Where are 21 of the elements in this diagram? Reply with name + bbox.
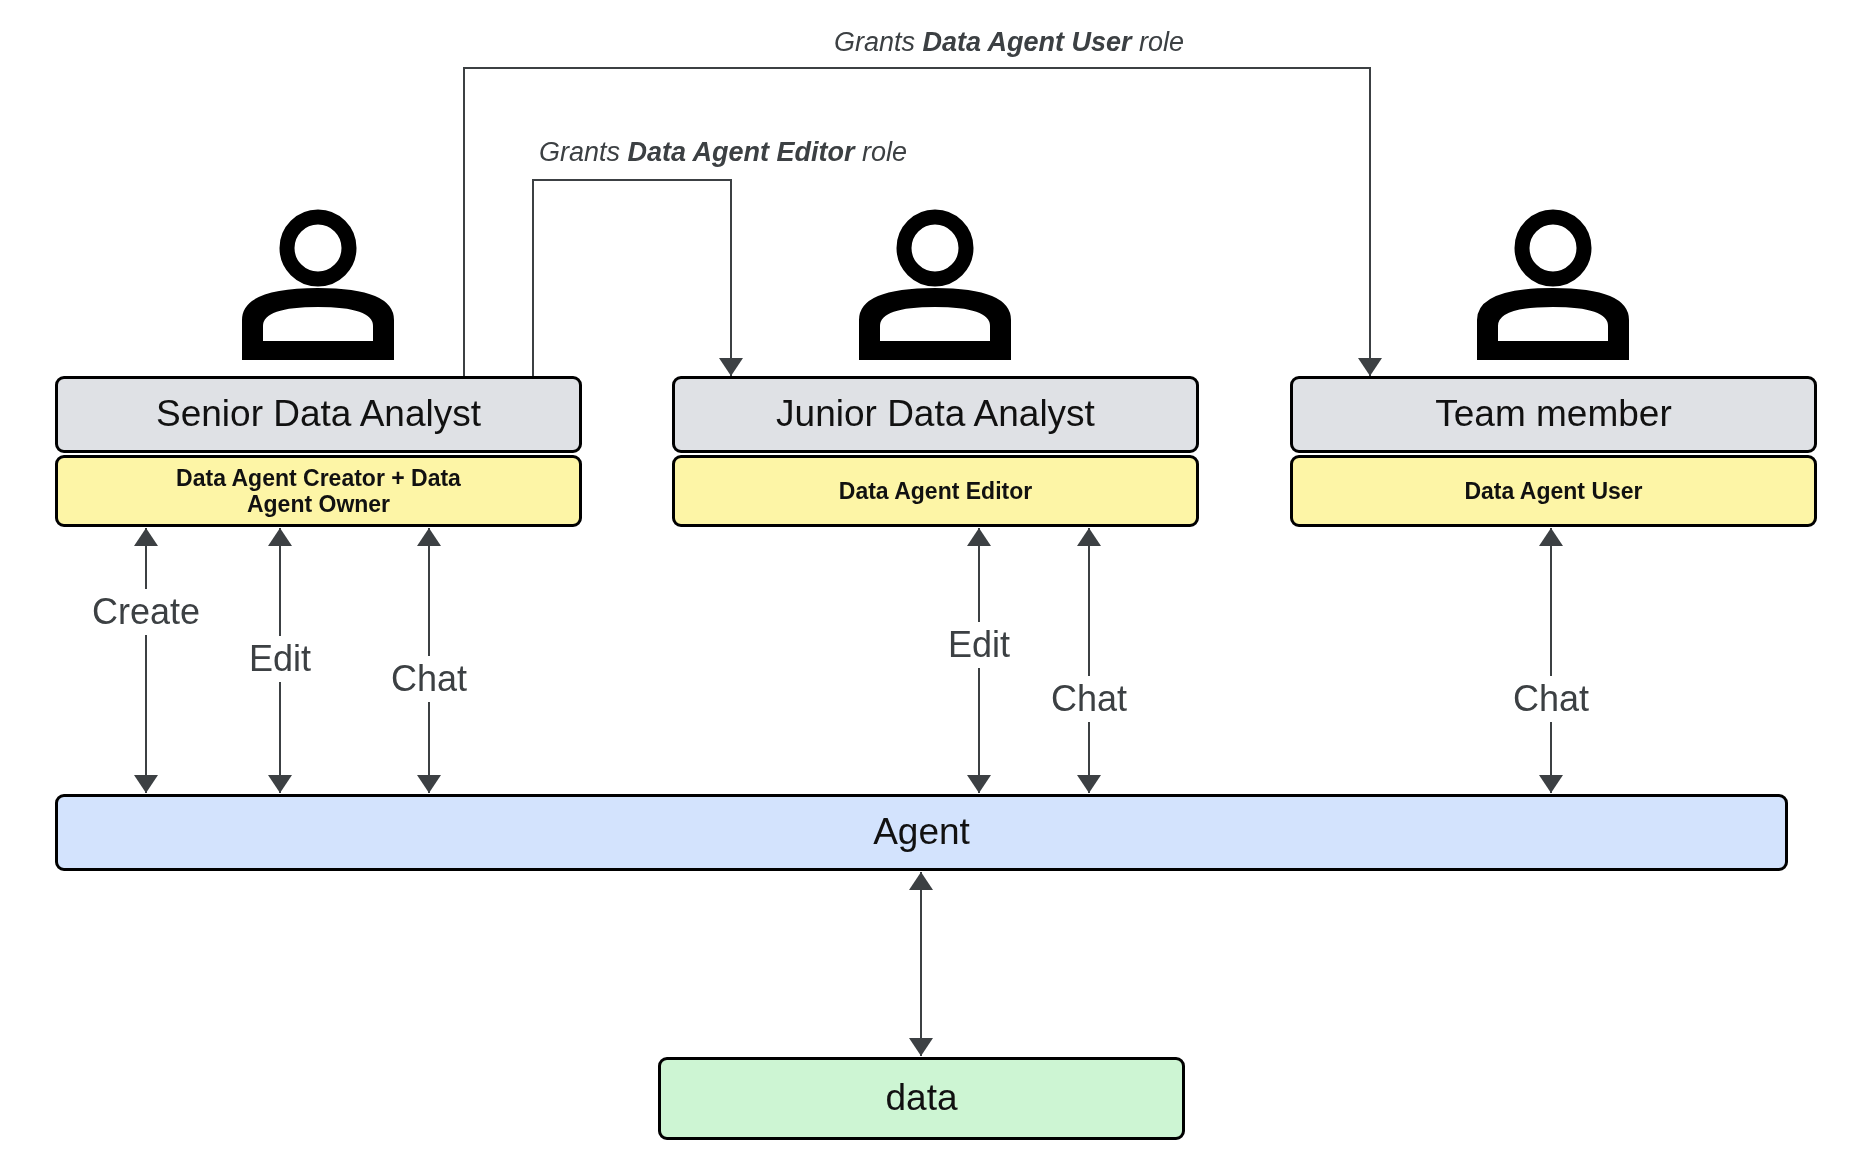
- role-badge-box: [672, 455, 1199, 527]
- edge-label: Grants Data Agent Editor role: [538, 136, 908, 168]
- data-source-box: [658, 1057, 1185, 1140]
- role-header-box: [1290, 376, 1817, 453]
- node-label: Data Agent User: [1464, 477, 1643, 505]
- role-header-box: [672, 376, 1199, 453]
- node-label: Team member: [1435, 393, 1672, 436]
- role-badge-box: [55, 455, 582, 527]
- edge-label: Grants Data Agent User role: [833, 26, 1185, 58]
- node-label: data: [885, 1077, 958, 1120]
- node-label: Data Agent Editor: [838, 477, 1033, 505]
- node-label: Junior Data Analyst: [776, 393, 1095, 436]
- agent-box: [55, 794, 1788, 871]
- role-grant-connector: [532, 179, 743, 377]
- node-label: Agent: [873, 811, 970, 854]
- arrow: [909, 871, 933, 1057]
- node-label: Senior Data Analyst: [156, 393, 481, 436]
- role-header-box: [55, 376, 582, 453]
- role-badge-box: [1290, 455, 1817, 527]
- role-grant-connector: [463, 67, 1382, 377]
- node-label: Data Agent Creator + Data Agent Owner: [175, 464, 462, 518]
